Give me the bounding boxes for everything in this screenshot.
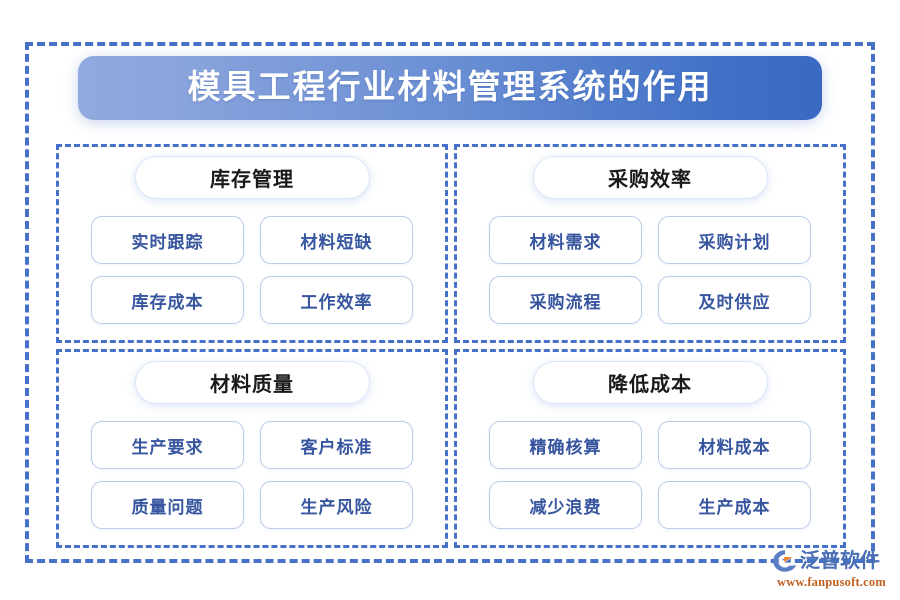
item-label: 及时供应 [698,292,771,312]
quadrant-items: 实时跟踪 材料短缺 库存成本 工作效率 [91,216,413,324]
title-banner: 模具工程行业材料管理系统的作用 [78,56,822,120]
item-label: 生产风险 [300,497,373,517]
logo-url-text: www.fanpusoft.com [777,575,886,589]
item-card[interactable]: 工作效率 [260,276,413,324]
quadrant-header-label: 采购效率 [608,169,692,191]
quadrant-inventory-management: 库存管理 实时跟踪 材料短缺 库存成本 工作效率 [56,144,448,343]
item-label: 客户标准 [300,437,373,457]
item-label: 质量问题 [131,497,204,517]
item-label: 生产要求 [131,437,204,457]
item-card[interactable]: 生产成本 [658,481,811,529]
item-label: 材料需求 [529,232,602,252]
item-card[interactable]: 减少浪费 [489,481,642,529]
quadrant-items: 生产要求 客户标准 质量问题 生产风险 [91,421,413,529]
item-card[interactable]: 生产要求 [91,421,244,469]
quadrant-procurement-efficiency: 采购效率 材料需求 采购计划 采购流程 及时供应 [454,144,846,343]
item-card[interactable]: 材料短缺 [260,216,413,264]
logo-row: 泛普软件 [772,548,896,574]
item-label: 工作效率 [300,292,373,312]
item-label: 精确核算 [529,437,602,457]
item-label: 实时跟踪 [131,232,204,252]
quadrant-items: 材料需求 采购计划 采购流程 及时供应 [489,216,811,324]
page-title: 模具工程行业材料管理系统的作用 [187,69,713,106]
outer-dashed-frame [25,42,875,563]
item-label: 采购计划 [698,232,771,252]
quadrant-header-label: 降低成本 [608,374,692,396]
quadrant-header-card: 采购效率 [532,156,768,199]
item-card[interactable]: 生产风险 [260,481,413,529]
item-card[interactable]: 材料成本 [658,421,811,469]
item-card[interactable]: 精确核算 [489,421,642,469]
item-label: 生产成本 [698,497,771,517]
logo-brand-text: 泛普软件 [800,550,880,572]
item-card[interactable]: 客户标准 [260,421,413,469]
quadrant-material-quality: 材料质量 生产要求 客户标准 质量问题 生产风险 [56,349,448,548]
item-card[interactable]: 质量问题 [91,481,244,529]
fanpu-logo-icon [773,550,797,572]
item-label: 采购流程 [529,292,602,312]
item-label: 库存成本 [131,292,204,312]
quadrant-header-label: 材料质量 [210,374,294,396]
quadrant-header-card: 材料质量 [134,361,370,404]
watermark-logo: 泛普软件 www.fanpusoft.com [772,548,896,592]
item-label: 减少浪费 [529,497,602,517]
quadrant-header-card: 降低成本 [532,361,768,404]
quadrant-cost-reduction: 降低成本 精确核算 材料成本 减少浪费 生产成本 [454,349,846,548]
item-label: 材料短缺 [300,232,373,252]
quadrant-items: 精确核算 材料成本 减少浪费 生产成本 [489,421,811,529]
item-card[interactable]: 材料需求 [489,216,642,264]
quadrant-header-card: 库存管理 [134,156,370,199]
item-card[interactable]: 采购计划 [658,216,811,264]
quadrant-header-label: 库存管理 [210,169,294,191]
item-label: 材料成本 [698,437,771,457]
quadrant-grid: 库存管理 实时跟踪 材料短缺 库存成本 工作效率 采购效率 材料需求 采购计划 … [56,144,846,548]
item-card[interactable]: 库存成本 [91,276,244,324]
item-card[interactable]: 实时跟踪 [91,216,244,264]
item-card[interactable]: 采购流程 [489,276,642,324]
item-card[interactable]: 及时供应 [658,276,811,324]
